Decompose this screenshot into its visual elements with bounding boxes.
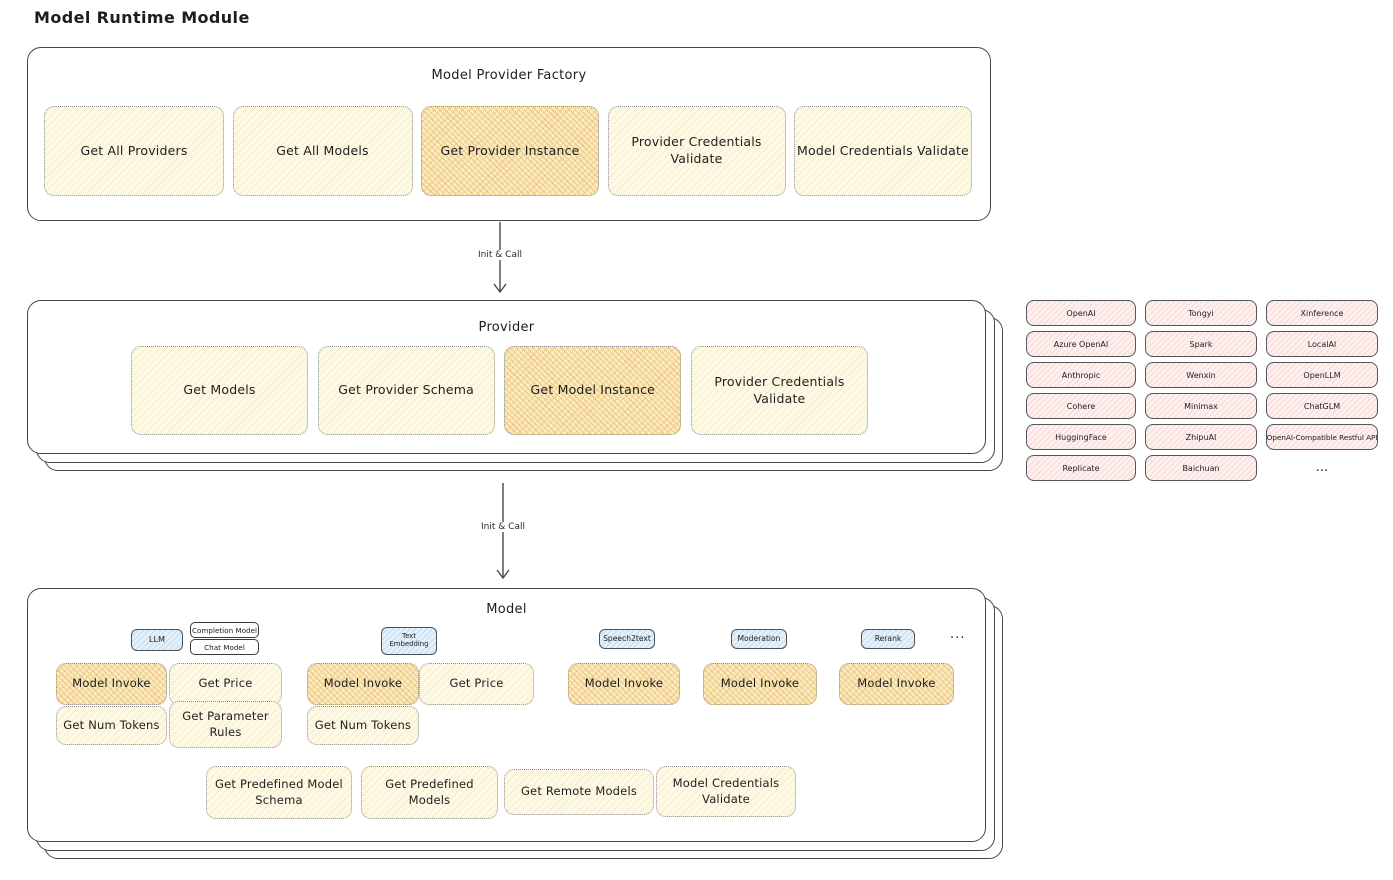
button-get-num-tokens-llm: Get Num Tokens	[56, 706, 167, 745]
provider-chip-huggingface: HuggingFace	[1026, 424, 1136, 450]
button-model-credentials-validate-model: Model Credentials Validate	[656, 766, 796, 817]
provider-chip-xinference: Xinference	[1266, 300, 1378, 326]
button-model-invoke-speech2text: Model Invoke	[568, 663, 680, 705]
provider-chip-zhipuai: ZhipuAI	[1145, 424, 1257, 450]
button-get-remote-models: Get Remote Models	[504, 769, 654, 815]
button-model-invoke-embedding: Model Invoke	[307, 663, 419, 705]
button-get-provider-schema: Get Provider Schema	[317, 346, 495, 435]
provider-box: Provider Get Models Get Provider Schema …	[27, 300, 986, 454]
factory-box: Model Provider Factory Get All Providers…	[27, 47, 991, 221]
button-get-predefined-model-schema: Get Predefined Model Schema	[206, 766, 352, 819]
provider-chip-chatglm: ChatGLM	[1266, 393, 1378, 419]
provider-chip-wenxin: Wenxin	[1145, 362, 1257, 388]
button-provider-credentials-validate: Provider Credentials Validate	[690, 346, 868, 435]
tag-moderation: Moderation	[731, 629, 787, 649]
button-get-parameter-rules: Get Parameter Rules	[169, 701, 282, 748]
provider-chip-localai: LocalAI	[1266, 331, 1378, 357]
factory-title: Model Provider Factory	[431, 68, 587, 83]
tag-text-embedding: Text Embedding	[381, 627, 437, 655]
provider-chip-tongyi: Tongyi	[1145, 300, 1257, 326]
provider-chip-replicate: Replicate	[1026, 455, 1136, 481]
button-model-invoke-moderation: Model Invoke	[703, 663, 817, 705]
provider-chip-openai-compatible: OpenAI-Compatible Restful API	[1266, 424, 1378, 450]
more-providers-ellipsis: ...	[1315, 459, 1329, 475]
provider-title: Provider	[478, 320, 535, 335]
button-get-provider-instance: Get Provider Instance	[421, 106, 599, 196]
tag-rerank: Rerank	[861, 629, 915, 649]
provider-chip-openai: OpenAI	[1026, 300, 1136, 326]
tag-chat-model: Chat Model	[190, 639, 259, 655]
button-get-all-providers: Get All Providers	[44, 106, 224, 196]
button-model-invoke-llm: Model Invoke	[56, 663, 167, 705]
button-model-credentials-validate: Model Credentials Validate	[794, 106, 972, 196]
arrow-factory-to-provider: Init & Call	[475, 222, 525, 295]
tag-speech2text: Speech2text	[599, 629, 655, 649]
arrow-label: Init & Call	[478, 522, 528, 532]
arrow-label: Init & Call	[475, 250, 525, 260]
factory-button-row: Get All Providers Get All Models Get Pro…	[44, 106, 972, 196]
arrow-provider-to-model: Init & Call	[478, 483, 528, 581]
provider-chip-minimax: Minimax	[1145, 393, 1257, 419]
provider-list: OpenAI Tongyi Xinference Azure OpenAI Sp…	[1026, 300, 1378, 481]
button-provider-credentials-validate: Provider Credentials Validate	[607, 106, 786, 196]
model-box: Model LLM Completion Model Chat Model Te…	[27, 588, 986, 842]
provider-chip-anthropic: Anthropic	[1026, 362, 1136, 388]
button-get-price-embedding: Get Price	[419, 663, 534, 705]
more-model-types-ellipsis: ...	[950, 627, 966, 642]
button-get-price-llm: Get Price	[169, 663, 282, 705]
button-get-num-tokens-embedding: Get Num Tokens	[307, 706, 419, 745]
provider-chip-baichuan: Baichuan	[1145, 455, 1257, 481]
arrow-line-icon	[496, 483, 510, 580]
provider-chip-spark: Spark	[1145, 331, 1257, 357]
tag-llm: LLM	[131, 629, 183, 651]
model-title: Model	[486, 602, 527, 617]
provider-chip-azure-openai: Azure OpenAI	[1026, 331, 1136, 357]
tag-completion-model: Completion Model	[190, 622, 259, 638]
provider-button-row: Get Models Get Provider Schema Get Model…	[131, 346, 868, 435]
button-get-model-instance: Get Model Instance	[504, 346, 682, 435]
button-get-all-models: Get All Models	[232, 106, 413, 196]
provider-chip-openllm: OpenLLM	[1266, 362, 1378, 388]
button-get-predefined-models: Get Predefined Models	[361, 766, 498, 819]
button-get-models: Get Models	[131, 346, 308, 435]
button-model-invoke-rerank: Model Invoke	[839, 663, 954, 705]
provider-chip-cohere: Cohere	[1026, 393, 1136, 419]
page-title: Model Runtime Module	[34, 8, 250, 27]
